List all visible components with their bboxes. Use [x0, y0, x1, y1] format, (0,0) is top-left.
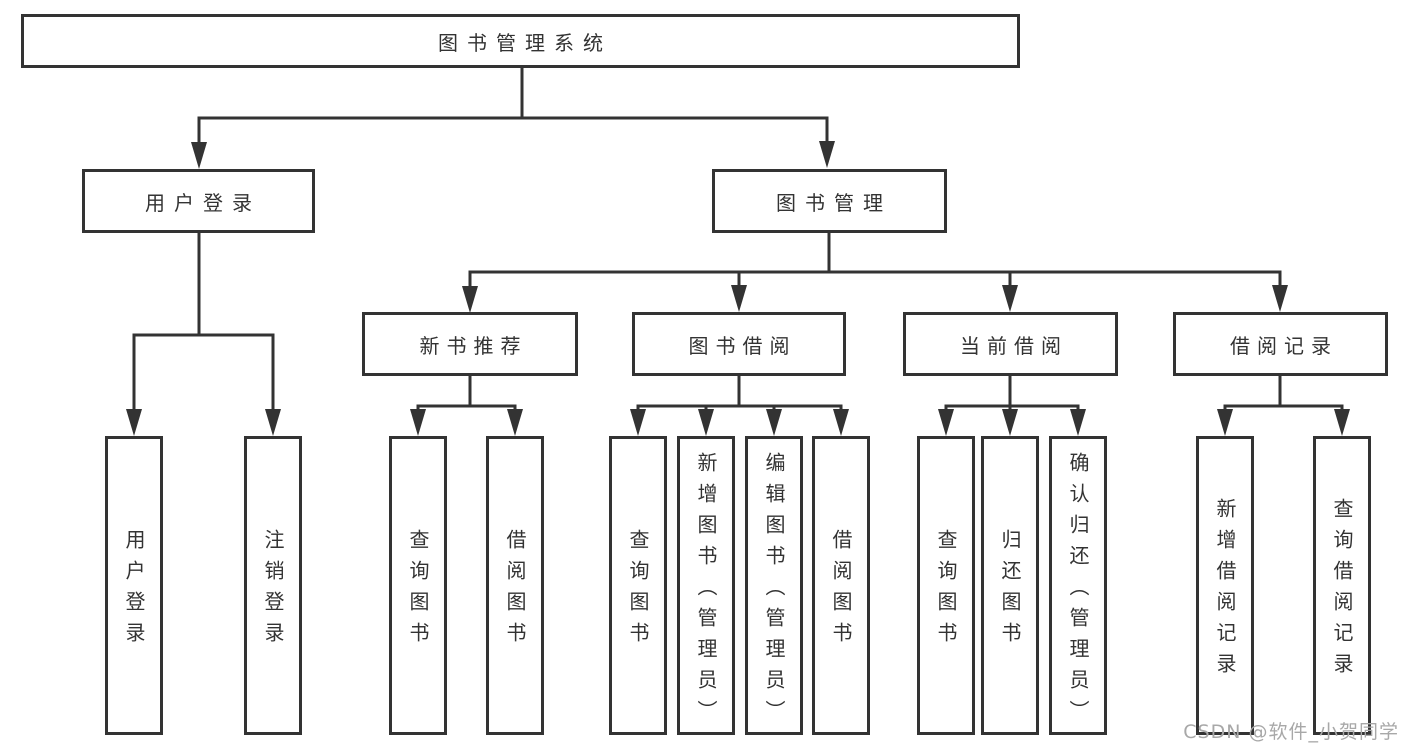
node-book-borrow: 图书借阅 — [632, 312, 846, 376]
node-book-management: 图书管理 — [712, 169, 947, 233]
node-book-borrow-label: 图书借阅 — [688, 333, 797, 358]
node-new-book-recommend: 新书推荐 — [362, 312, 578, 376]
node-user-login-action: 用户登录 — [105, 436, 163, 735]
node-edit-books-admin: 编辑图书（管理员） — [745, 436, 803, 735]
node-query-books-recommend: 查询图书 — [389, 436, 447, 735]
node-label: 查询借阅记录 — [1330, 498, 1354, 684]
node-borrow-records: 借阅记录 — [1173, 312, 1388, 376]
node-label: 查询图书 — [934, 529, 958, 653]
node-borrow-books-recommend: 借阅图书 — [486, 436, 544, 735]
node-new-book-recommend-label: 新书推荐 — [419, 333, 528, 358]
node-user-login-label: 用户登录 — [145, 190, 261, 215]
node-label: 用户登录 — [122, 529, 146, 653]
node-add-books-admin: 新增图书（管理员） — [677, 436, 735, 735]
node-return-books: 归还图书 — [981, 436, 1039, 735]
node-label: 借阅图书 — [503, 529, 527, 653]
node-root: 图书管理系统 — [21, 14, 1020, 68]
csdn-watermark: CSDN @软件_小贺同学 — [1183, 721, 1399, 743]
node-book-management-label: 图书管理 — [776, 190, 892, 215]
node-borrow-records-label: 借阅记录 — [1230, 333, 1338, 358]
node-add-borrow-record: 新增借阅记录 — [1196, 436, 1254, 735]
node-label: 归还图书 — [998, 529, 1022, 653]
node-query-borrow-record: 查询借阅记录 — [1313, 436, 1371, 735]
node-label: 确认归还（管理员） — [1066, 451, 1090, 731]
node-root-label: 图书管理系统 — [438, 30, 612, 55]
node-user-login: 用户登录 — [82, 169, 315, 233]
node-label: 查询图书 — [626, 529, 650, 653]
node-query-books-current: 查询图书 — [917, 436, 975, 735]
node-label: 注销登录 — [261, 529, 285, 653]
node-current-borrow-label: 当前借阅 — [960, 333, 1068, 358]
node-current-borrow: 当前借阅 — [903, 312, 1118, 376]
node-label: 新增借阅记录 — [1213, 498, 1237, 684]
node-label: 新增图书（管理员） — [694, 451, 718, 731]
node-borrow-books-action: 借阅图书 — [812, 436, 870, 735]
node-query-books-borrow: 查询图书 — [609, 436, 667, 735]
node-confirm-return-admin: 确认归还（管理员） — [1049, 436, 1107, 735]
node-label: 编辑图书（管理员） — [762, 451, 786, 731]
node-logout-action: 注销登录 — [244, 436, 302, 735]
node-label: 查询图书 — [406, 529, 430, 653]
node-label: 借阅图书 — [829, 529, 853, 653]
